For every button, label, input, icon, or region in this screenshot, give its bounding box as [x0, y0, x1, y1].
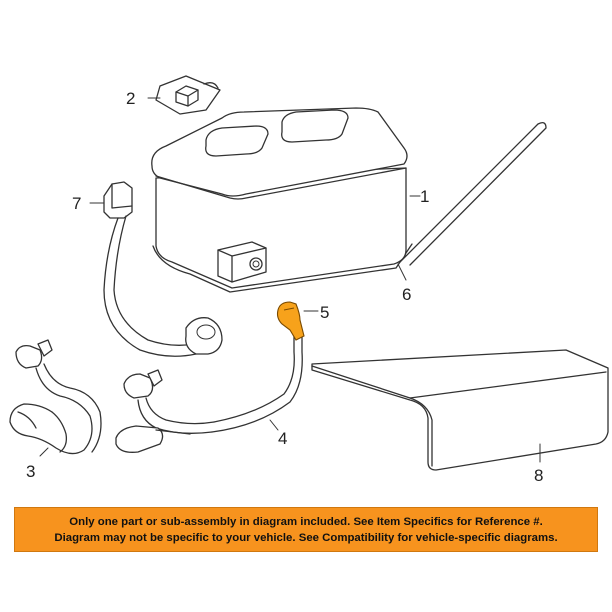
callout-4: 4 [278, 429, 287, 448]
callout-5: 5 [320, 303, 329, 322]
callout-6: 6 [402, 285, 411, 304]
callout-2: 2 [126, 89, 135, 108]
negative-cable-with-sensor [103, 181, 223, 357]
battery-cable [115, 329, 303, 453]
positive-cable-assembly [9, 339, 102, 455]
leader-lines [39, 97, 541, 463]
battery-cover [311, 349, 609, 471]
disclaimer-line-1: Only one part or sub-assembly in diagram… [69, 515, 543, 528]
callout-3: 3 [26, 462, 35, 481]
battery [151, 107, 408, 289]
cable-terminal-highlighted [276, 301, 305, 341]
callout-8: 8 [534, 466, 543, 485]
hold-down-nut [155, 75, 221, 115]
disclaimer-banner: Only one part or sub-assembly in diagram… [14, 507, 598, 552]
callout-1: 1 [420, 187, 429, 206]
callout-7: 7 [72, 194, 81, 213]
battery-hold-down-rod [152, 122, 547, 293]
disclaimer-line-2: Diagram may not be specific to your vehi… [54, 531, 558, 544]
